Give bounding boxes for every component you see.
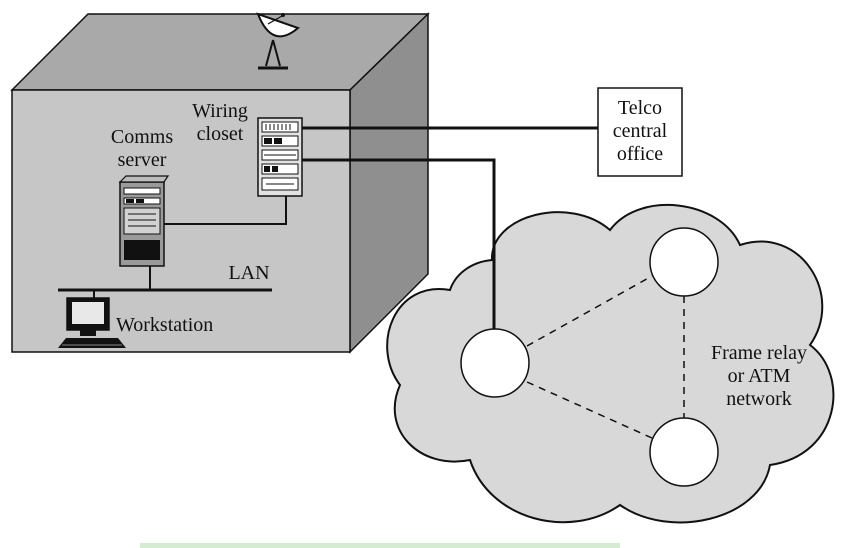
server-to-closet-link [164, 196, 287, 225]
building-wiring [58, 196, 287, 298]
network-label: Frame relay or ATM network [710, 342, 808, 410]
satellite-dish-icon [256, 12, 300, 70]
telco-label: Telco central office [612, 97, 668, 165]
link-left-bottom [526, 381, 653, 439]
network-node-bottom [649, 417, 719, 487]
network-node-left [460, 328, 530, 398]
wiring-closet-label: Wiring closet [192, 100, 248, 145]
lan-label: LAN [228, 262, 270, 284]
wiring-closet-rack-icon [257, 117, 303, 197]
link-left-top [526, 275, 653, 347]
telco-box [597, 87, 683, 177]
bottom-accent-bar [140, 543, 620, 548]
node-links [526, 275, 685, 439]
comms-server-icon [118, 175, 170, 267]
workstation-label: Workstation [116, 314, 214, 336]
closet-to-network-link [302, 158, 496, 329]
comms-server-label: Comms server [110, 126, 174, 171]
external-links [302, 126, 598, 329]
workstation-computer-icon [58, 297, 126, 348]
network-cloud [386, 203, 835, 524]
network-node-top [649, 227, 719, 297]
